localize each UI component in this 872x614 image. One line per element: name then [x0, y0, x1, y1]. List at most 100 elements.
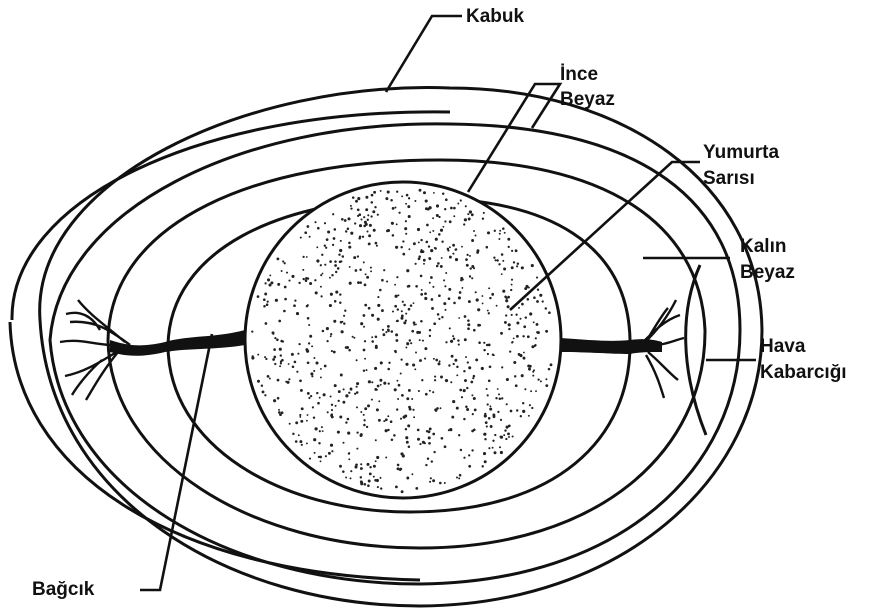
- yolk-speckle: [377, 318, 380, 321]
- yolk-speckle: [472, 413, 474, 415]
- yolk-speckle: [472, 377, 474, 379]
- yolk-speckle: [350, 232, 353, 235]
- yolk-speckle: [466, 264, 469, 267]
- yolk-speckle: [511, 266, 514, 269]
- yolk-speckle: [320, 295, 322, 297]
- yolk-speckle: [322, 330, 325, 333]
- yolk-speckle: [400, 418, 402, 420]
- yolk-speckle: [392, 310, 394, 312]
- yolk-speckle: [515, 249, 517, 251]
- yolk-speckle: [465, 205, 467, 207]
- yolk-speckle: [405, 363, 408, 366]
- yolk-speckle: [415, 263, 417, 265]
- yolk-speckle: [308, 342, 310, 344]
- yolk-speckle: [369, 472, 372, 475]
- yolk-speckle: [348, 392, 350, 394]
- yolk-speckle: [337, 431, 340, 434]
- yolk-speckle: [356, 386, 358, 388]
- yolk-speckle: [431, 460, 433, 462]
- yolk-speckle: [283, 310, 286, 313]
- yolk-speckle: [378, 304, 381, 307]
- yolk-speckle: [408, 389, 411, 392]
- yolk-speckle: [545, 378, 547, 380]
- yolk-speckle: [403, 416, 406, 419]
- yolk-speckle: [360, 218, 362, 220]
- yolk-speckle: [468, 218, 471, 221]
- yolk-speckle: [464, 338, 467, 341]
- yolk-speckle: [385, 331, 387, 333]
- yolk-speckle: [284, 298, 287, 301]
- yolk-speckle: [504, 429, 506, 431]
- yolk-speckle: [530, 390, 532, 392]
- yolk-speckle: [363, 326, 365, 328]
- yolk-speckle: [424, 297, 427, 300]
- yolk-speckle: [320, 274, 322, 276]
- yolk-speckle: [340, 374, 343, 377]
- yolk-speckle: [444, 208, 446, 210]
- yolk-speckle: [455, 258, 458, 261]
- yolk-speckle: [313, 370, 315, 372]
- yolk-speckle: [332, 244, 334, 246]
- yolk-speckle: [508, 328, 510, 330]
- yolk-speckle: [488, 379, 491, 382]
- yolk-speckle: [418, 255, 421, 258]
- yolk-speckle: [291, 353, 294, 356]
- yolk-speckle: [499, 446, 501, 448]
- yolk-speckle: [327, 411, 329, 413]
- yolk-speckle: [438, 294, 441, 297]
- yolk-speckle: [393, 434, 396, 437]
- yolk-speckle: [328, 452, 331, 455]
- yolk-speckle: [533, 321, 535, 323]
- yolk-speckle: [368, 380, 371, 383]
- yolk-speckle: [452, 253, 454, 255]
- yolk-speckle: [453, 215, 455, 217]
- yolk-speckle: [430, 276, 433, 279]
- yolk-speckle: [409, 339, 411, 341]
- yolk-speckle: [323, 393, 326, 396]
- yolk-speckle: [325, 247, 327, 249]
- yolk-speckle: [390, 420, 393, 423]
- yolk-speckle: [441, 437, 444, 440]
- yolk-speckle: [458, 317, 460, 319]
- yolk-speckle: [433, 322, 436, 325]
- yolk-speckle: [395, 207, 397, 209]
- yolk-speckle: [535, 337, 537, 339]
- yolk-speckle: [419, 443, 421, 445]
- label-shell: Kabuk: [466, 6, 525, 27]
- yolk-speckle: [505, 299, 508, 302]
- yolk-speckle: [441, 241, 443, 243]
- yolk-speckle: [334, 300, 337, 303]
- yolk-speckle: [511, 250, 513, 252]
- yolk-speckle: [458, 296, 461, 299]
- yolk-speckle: [350, 470, 352, 472]
- yolk-speckle: [373, 229, 376, 232]
- yolk-speckle: [277, 379, 280, 382]
- yolk-speckle: [508, 436, 510, 438]
- yolk-speckle: [428, 436, 431, 439]
- yolk-speckle: [370, 215, 372, 217]
- yolk-speckle: [437, 313, 440, 316]
- yolk-speckle: [382, 329, 384, 331]
- yolk-speckle: [307, 225, 310, 228]
- yolk-speckle: [444, 482, 446, 484]
- yolk-speckle: [463, 457, 465, 459]
- yolk-speckle: [364, 407, 367, 410]
- yolk-speckle: [523, 357, 526, 360]
- yolk: [245, 182, 561, 498]
- yolk-speckle: [312, 406, 314, 408]
- yolk-speckle: [288, 378, 290, 380]
- yolk-speckle: [508, 246, 510, 248]
- yolk-speckle: [275, 299, 278, 302]
- yolk-speckle: [322, 430, 324, 432]
- yolk-speckle: [273, 348, 276, 351]
- label-air-cell-line1: Hava: [760, 336, 806, 357]
- yolk-speckle: [331, 274, 333, 276]
- yolk-speckle: [371, 399, 373, 401]
- yolk-speckle: [274, 363, 276, 365]
- yolk-speckle: [269, 274, 271, 276]
- yolk-speckle: [421, 289, 423, 291]
- yolk-speckle: [460, 199, 462, 201]
- yolk-speckle: [508, 323, 511, 326]
- yolk-speckle: [330, 444, 333, 447]
- yolk-speckle: [511, 341, 513, 343]
